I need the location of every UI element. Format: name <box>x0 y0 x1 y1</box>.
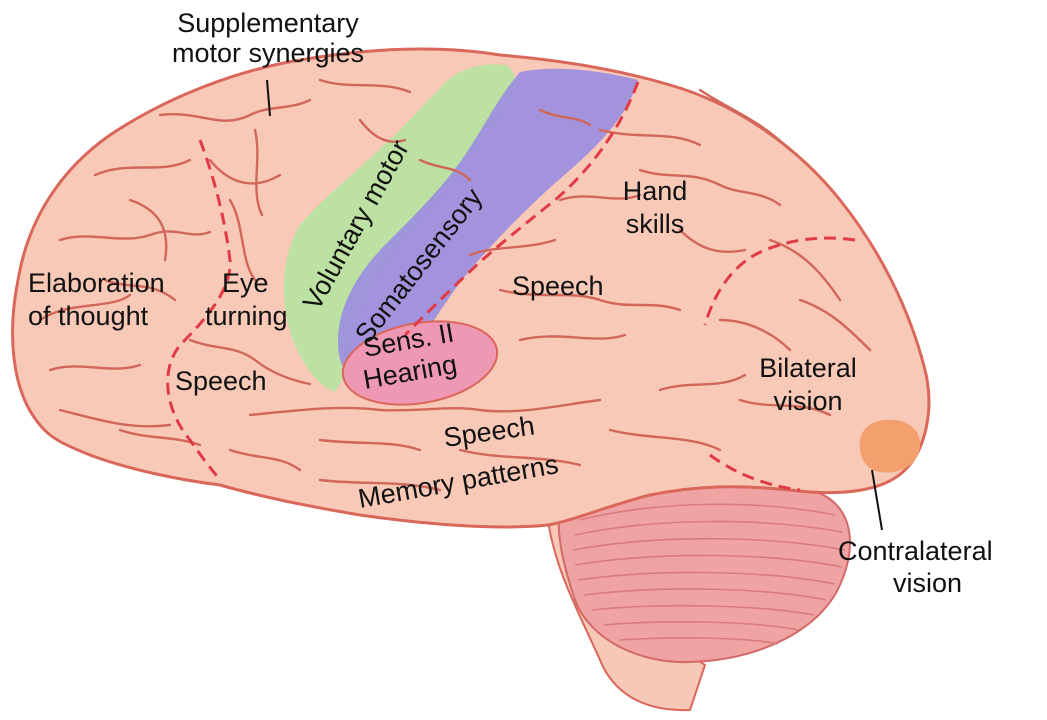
speech-frontal-label: Speech <box>175 366 267 396</box>
hand-skills-label-line1: Hand <box>623 176 688 206</box>
contralateral-vision-label-line1: Contralateral <box>838 536 993 566</box>
supplementary-label-line1: Supplementary <box>177 8 359 38</box>
bilateral-vision-label-line2: vision <box>773 386 842 416</box>
hand-skills-label-line2: skills <box>626 209 685 239</box>
eye-turning-label-line2: turning <box>205 301 288 331</box>
eye-turning-label-line1: Eye <box>222 268 269 298</box>
bilateral-vision-label-line1: Bilateral <box>759 353 857 383</box>
elaboration-label-line2: of thought <box>28 301 149 331</box>
contralateral-vision-label-line2: vision <box>893 568 962 598</box>
supplementary-label-line2: motor synergies <box>172 38 364 68</box>
speech-parietal-label: Speech <box>512 271 604 301</box>
elaboration-label-line1: Elaboration <box>28 268 165 298</box>
